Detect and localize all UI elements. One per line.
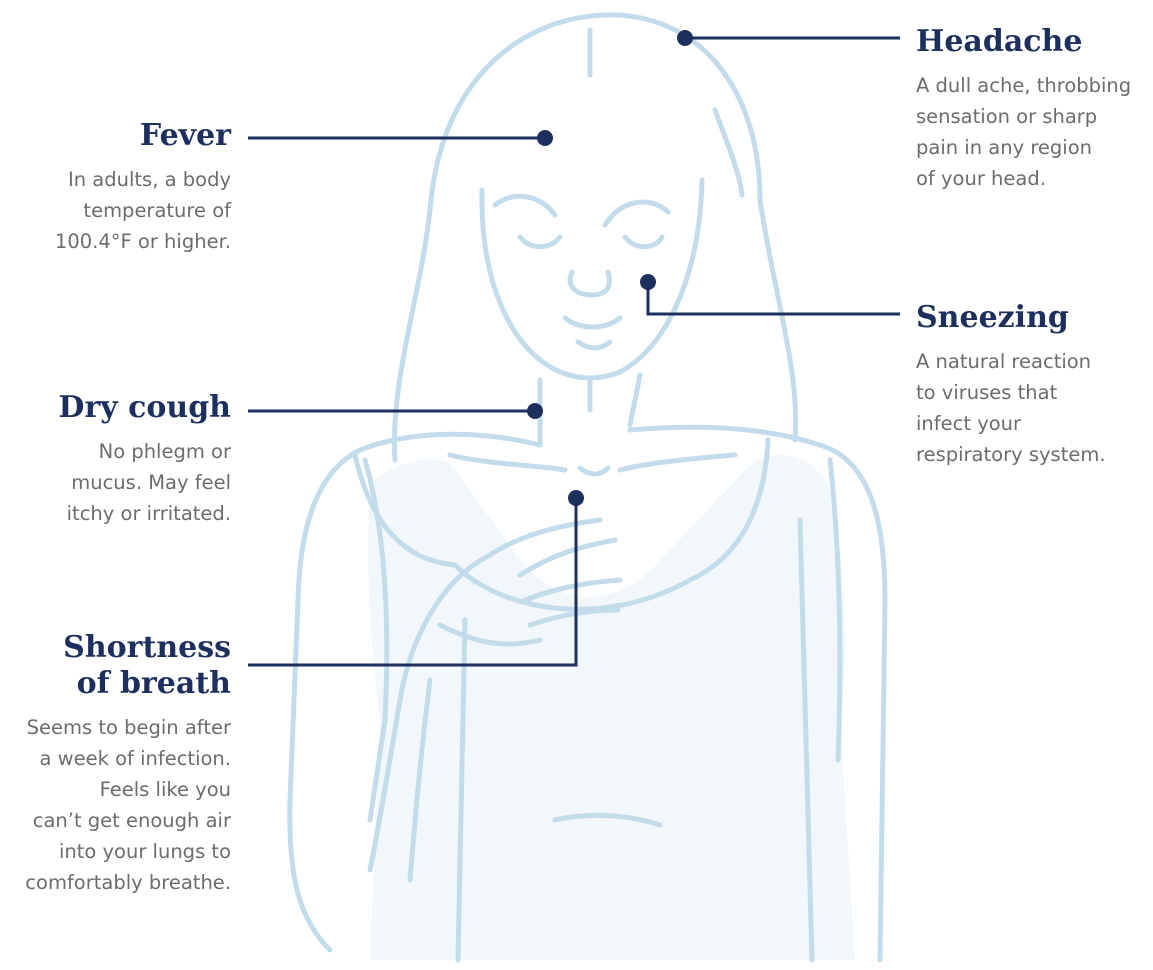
hair-outline <box>430 15 760 210</box>
sneezing-description: A natural reaction to viruses that infec… <box>916 346 1153 470</box>
hair-part-right <box>715 110 742 195</box>
neck-right <box>630 375 640 425</box>
left-eyebrow <box>495 196 555 215</box>
right-eyebrow <box>605 202 668 225</box>
dry-cough-description: No phlegm or mucus. May feel itchy or ir… <box>0 436 231 529</box>
left-eye <box>520 237 560 247</box>
dry-cough-callout: Dry cough No phlegm or mucus. May feel i… <box>0 390 231 529</box>
neck-notch <box>580 468 608 474</box>
dry-cough-title: Dry cough <box>0 390 231 426</box>
shortness-description: Seems to begin after a week of infection… <box>0 712 231 898</box>
hair-left-strand <box>394 210 430 460</box>
shortness-title: Shortness of breath <box>0 630 231 702</box>
sneezing-title: Sneezing <box>916 300 1153 336</box>
right-eye <box>625 237 662 247</box>
collarbone-right <box>620 455 735 470</box>
chin <box>578 342 610 348</box>
headache-callout: Headache A dull ache, throbbing sensatio… <box>916 24 1153 194</box>
headache-marker <box>677 30 693 46</box>
mouth <box>565 318 620 327</box>
headache-description: A dull ache, throbbing sensation or shar… <box>916 70 1153 194</box>
headache-title: Headache <box>916 24 1153 60</box>
hair-right-strand <box>760 200 796 440</box>
sneezing-marker <box>640 274 656 290</box>
nose <box>570 272 609 295</box>
fever-callout: Fever In adults, a body temperature of 1… <box>0 118 231 257</box>
collarbone-left <box>450 455 565 470</box>
dry-cough-marker <box>527 403 543 419</box>
fever-marker <box>537 130 553 146</box>
fever-title: Fever <box>0 118 231 154</box>
shortness-marker <box>568 490 584 506</box>
shortness-callout: Shortness of breath Seems to begin after… <box>0 630 231 898</box>
torso-fill <box>368 455 855 960</box>
fever-description: In adults, a body temperature of 100.4°F… <box>0 164 231 257</box>
sneezing-callout: Sneezing A natural reaction to viruses t… <box>916 300 1153 470</box>
